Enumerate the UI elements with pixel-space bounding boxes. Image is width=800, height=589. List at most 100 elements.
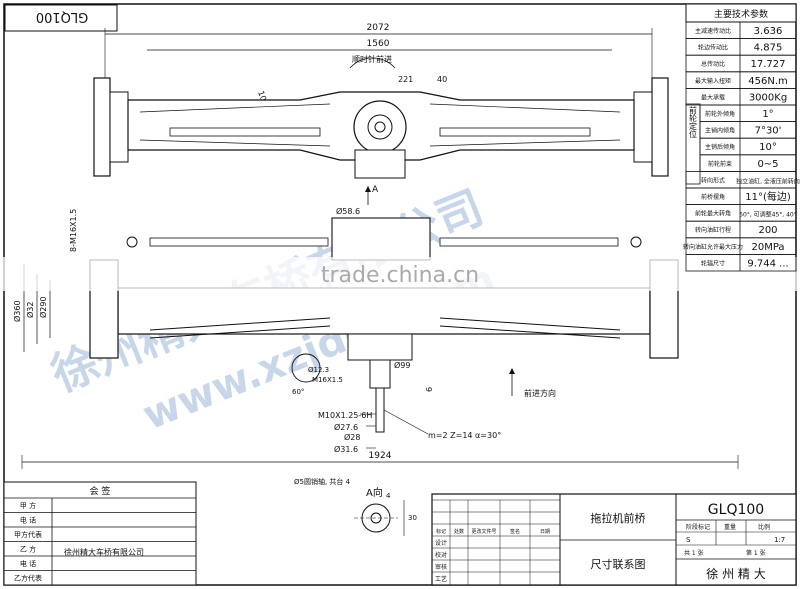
revision-header: 日期	[540, 529, 550, 535]
title-code: GLQ100	[708, 502, 764, 518]
parameter-table-header: 主要技术参数	[714, 8, 768, 20]
parameter-value: 456N.m	[748, 76, 788, 87]
company-name: 徐 州 精 大	[706, 566, 765, 581]
dim-28: Ø28	[344, 432, 360, 442]
parameter-label: 最大承载	[701, 93, 725, 101]
axle-top-view: 2072 1560 顺时针前进 221 40 10°	[93, 23, 669, 179]
parameter-label: 转向形式	[701, 176, 725, 184]
parameter-value: 4.875	[754, 43, 783, 54]
watermark-banner	[0, 257, 800, 291]
dim-thread-m10: M10X1.25-6H	[318, 411, 372, 420]
view-a-label: A向	[366, 486, 383, 499]
left-hub-top	[93, 77, 111, 177]
role-label: 设计	[435, 539, 447, 547]
countersign-row-label: 甲方代表	[14, 530, 42, 539]
dim-290: Ø290	[38, 296, 48, 318]
countersign-row-label: 电 话	[20, 516, 36, 525]
parameter-label: 主销内倾角	[705, 127, 735, 135]
watermark-site: trade.china.cn	[321, 263, 479, 288]
parameter-label: 总传动比	[701, 60, 725, 68]
parameter-value: 9.744 ...	[747, 258, 788, 269]
parameter-label: 转向油缸允许最大压力	[683, 243, 743, 251]
countersign-row-label: 乙方代表	[14, 574, 42, 583]
parameter-group-label: 前轮定位	[689, 105, 698, 138]
parameter-label: 前轮最大转角	[695, 210, 731, 218]
parameter-value: 50°, 可调整45°, 40°	[739, 211, 797, 219]
revision-header: 签名	[510, 528, 520, 535]
role-label: 工艺	[435, 575, 447, 583]
differential-housing	[353, 100, 407, 154]
parameter-value: 7°30'	[755, 126, 782, 137]
dim-221: 221	[398, 75, 413, 84]
revision-header: 标记	[436, 528, 446, 535]
parameter-label: 主销后倾角	[705, 143, 735, 151]
section-a-label: A	[372, 185, 379, 195]
dim-27: Ø27.6	[334, 422, 358, 432]
parameter-value: 11°(每边)	[745, 190, 791, 203]
dim-30: 30	[408, 514, 417, 522]
input-shaft	[375, 387, 385, 433]
dim-360: Ø360	[12, 300, 22, 322]
stage-header-0: 阶段标记	[686, 523, 710, 531]
dim-99: Ø99	[394, 360, 410, 370]
dim-6: 6	[425, 387, 434, 392]
parameter-label: 轮边传动比	[698, 44, 728, 52]
role-label: 审核	[435, 563, 447, 571]
stage-header-1: 重量	[724, 523, 736, 531]
parameter-label: 轮辐尺寸	[701, 259, 725, 267]
scale-value: 1:7	[774, 536, 785, 544]
drawing-frame	[3, 3, 797, 586]
parameter-label: 前桥摆角	[701, 193, 725, 201]
parameter-value: 0~5	[757, 159, 778, 170]
pin-note: Ø5圆销轴, 共台 4	[294, 477, 351, 486]
countersign-row-label: 电 话	[20, 559, 36, 568]
countersign-row-label: 乙 方	[20, 545, 36, 554]
countersign-row-label: 甲 方	[20, 501, 36, 510]
dim-thread-m16: M16X1.5	[312, 376, 343, 384]
revision-header: 处数	[454, 528, 464, 535]
dim-track-bottom: 1924	[369, 451, 392, 461]
code-box-text: GLQ100	[36, 9, 88, 24]
dim-angle-60: 60°	[292, 388, 304, 396]
dim-overall-width: 2072	[367, 23, 390, 33]
product-name: 拖拉机前桥	[591, 511, 646, 525]
title-block: 拖拉机前桥 尺寸联系图 GLQ100 徐 州 精 大 阶段标记 重量 比例 S …	[431, 493, 797, 586]
stage-header-2: 比例	[758, 523, 770, 531]
parameter-value: 3.636	[754, 26, 783, 37]
parameter-label: 前轮外倾角	[705, 110, 735, 118]
parameter-value: 独立油缸, 全液压前转向	[736, 177, 800, 185]
countersign-header: 会 签	[90, 485, 111, 497]
dim-kingpin-span: 1560	[367, 39, 390, 49]
parameter-table: 主要技术参数 前轮定位 主减速传动比 3.636 轮边传动比 4.875 总传动比 17.…	[683, 3, 800, 272]
dim-32: Ø32	[25, 302, 35, 318]
revision-header: 更改文件号	[471, 528, 496, 535]
spline-spec: m=2 Z=14 α=30°	[428, 431, 501, 440]
parameter-value: 3000Kg	[749, 92, 787, 103]
parameter-label: 前轮前束	[708, 160, 732, 168]
role-label: 校对	[435, 551, 447, 559]
parameter-value: 10°	[759, 142, 777, 153]
dim-4: 4	[386, 492, 391, 500]
sheet-number: 第 1 张	[746, 549, 766, 557]
right-hub-top	[651, 77, 669, 177]
parameter-label: 转向油缸行程	[695, 226, 731, 234]
view-a-detail: Ø5圆销轴, 共台 4 A向 30 4	[294, 477, 417, 536]
dim-58: Ø58.6	[336, 206, 360, 216]
parameter-label: 最大输入扭矩	[695, 77, 731, 85]
parameter-value: 17.727	[751, 59, 786, 70]
parameter-label: 主减速传动比	[695, 27, 731, 35]
dim-12: Ø12.3	[308, 366, 329, 374]
direction-note: 前进方向	[524, 388, 556, 398]
parameter-value: 1°	[762, 109, 773, 120]
code-box	[4, 4, 118, 32]
sheet-count: 共 1 张	[684, 549, 704, 557]
drawing-name: 尺寸联系图	[591, 557, 646, 571]
dim-40: 40	[437, 75, 447, 84]
stage-value: S	[686, 536, 691, 544]
party-b-company: 徐州精大车桥有限公司	[64, 547, 144, 557]
dim-31: Ø31.6	[334, 444, 358, 454]
parameter-value: 200	[758, 225, 777, 236]
rotation-note: 顺时针前进	[352, 54, 392, 64]
